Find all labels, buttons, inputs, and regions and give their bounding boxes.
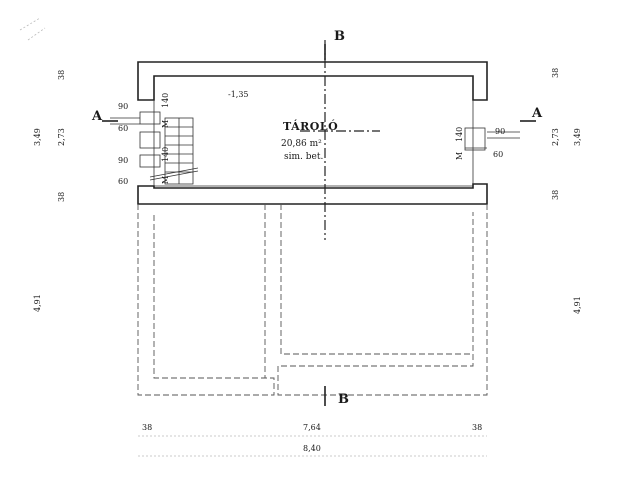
left-upper-width: 90 [118, 102, 128, 111]
left-dim-total-upper: 3,49 [33, 128, 42, 146]
left-dim-inner: 2,73 [57, 128, 66, 146]
right-width: 90 [495, 127, 505, 136]
left-lower-height: 140 [161, 147, 170, 162]
right-dim-inner: 2,73 [551, 128, 560, 146]
left-dim-top: 38 [57, 70, 66, 80]
left-dim-lower: 4,91 [33, 294, 42, 312]
right-mark: M [455, 152, 464, 160]
bottom-dim-middle: 7,64 [303, 423, 321, 432]
right-dim-lower: 4,91 [573, 296, 582, 314]
left-upper-height: 140 [161, 93, 170, 108]
left-lower-width: 90 [118, 156, 128, 165]
foundation-outline [137, 204, 488, 396]
room-area: 20,86 m² [281, 139, 322, 149]
bottom-dim-total: 8,40 [303, 444, 321, 453]
right-lower: 60 [493, 150, 503, 159]
section-mark-b-bottom: B [338, 392, 349, 407]
section-mark-a-right: A [531, 106, 543, 121]
scan-mark [19, 17, 46, 41]
right-opening [464, 127, 520, 151]
left-dim-mid: 38 [57, 192, 66, 202]
section-mark-a-left: A [91, 109, 103, 124]
right-dim-mid: 38 [551, 190, 560, 200]
room-finish: sim. bet. [284, 152, 323, 162]
left-upper-lower: 60 [118, 124, 128, 133]
left-lower-lower: 60 [118, 177, 128, 186]
left-mark-1: M [161, 120, 170, 128]
left-mark-2: M [161, 176, 170, 184]
floor-level: -1,35 [228, 90, 249, 99]
right-height: 140 [455, 127, 464, 142]
room-walls [137, 61, 488, 205]
bottom-dim-right: 38 [472, 423, 482, 432]
stair [149, 117, 199, 185]
section-line-a [102, 120, 536, 132]
right-dim-top: 38 [551, 68, 560, 78]
section-mark-b-top: B [334, 29, 345, 44]
bottom-dim-left: 38 [142, 423, 152, 432]
room-name: TÁROLÓ [283, 119, 338, 133]
right-dim-total-upper: 3,49 [573, 128, 582, 146]
left-openings [110, 111, 161, 168]
